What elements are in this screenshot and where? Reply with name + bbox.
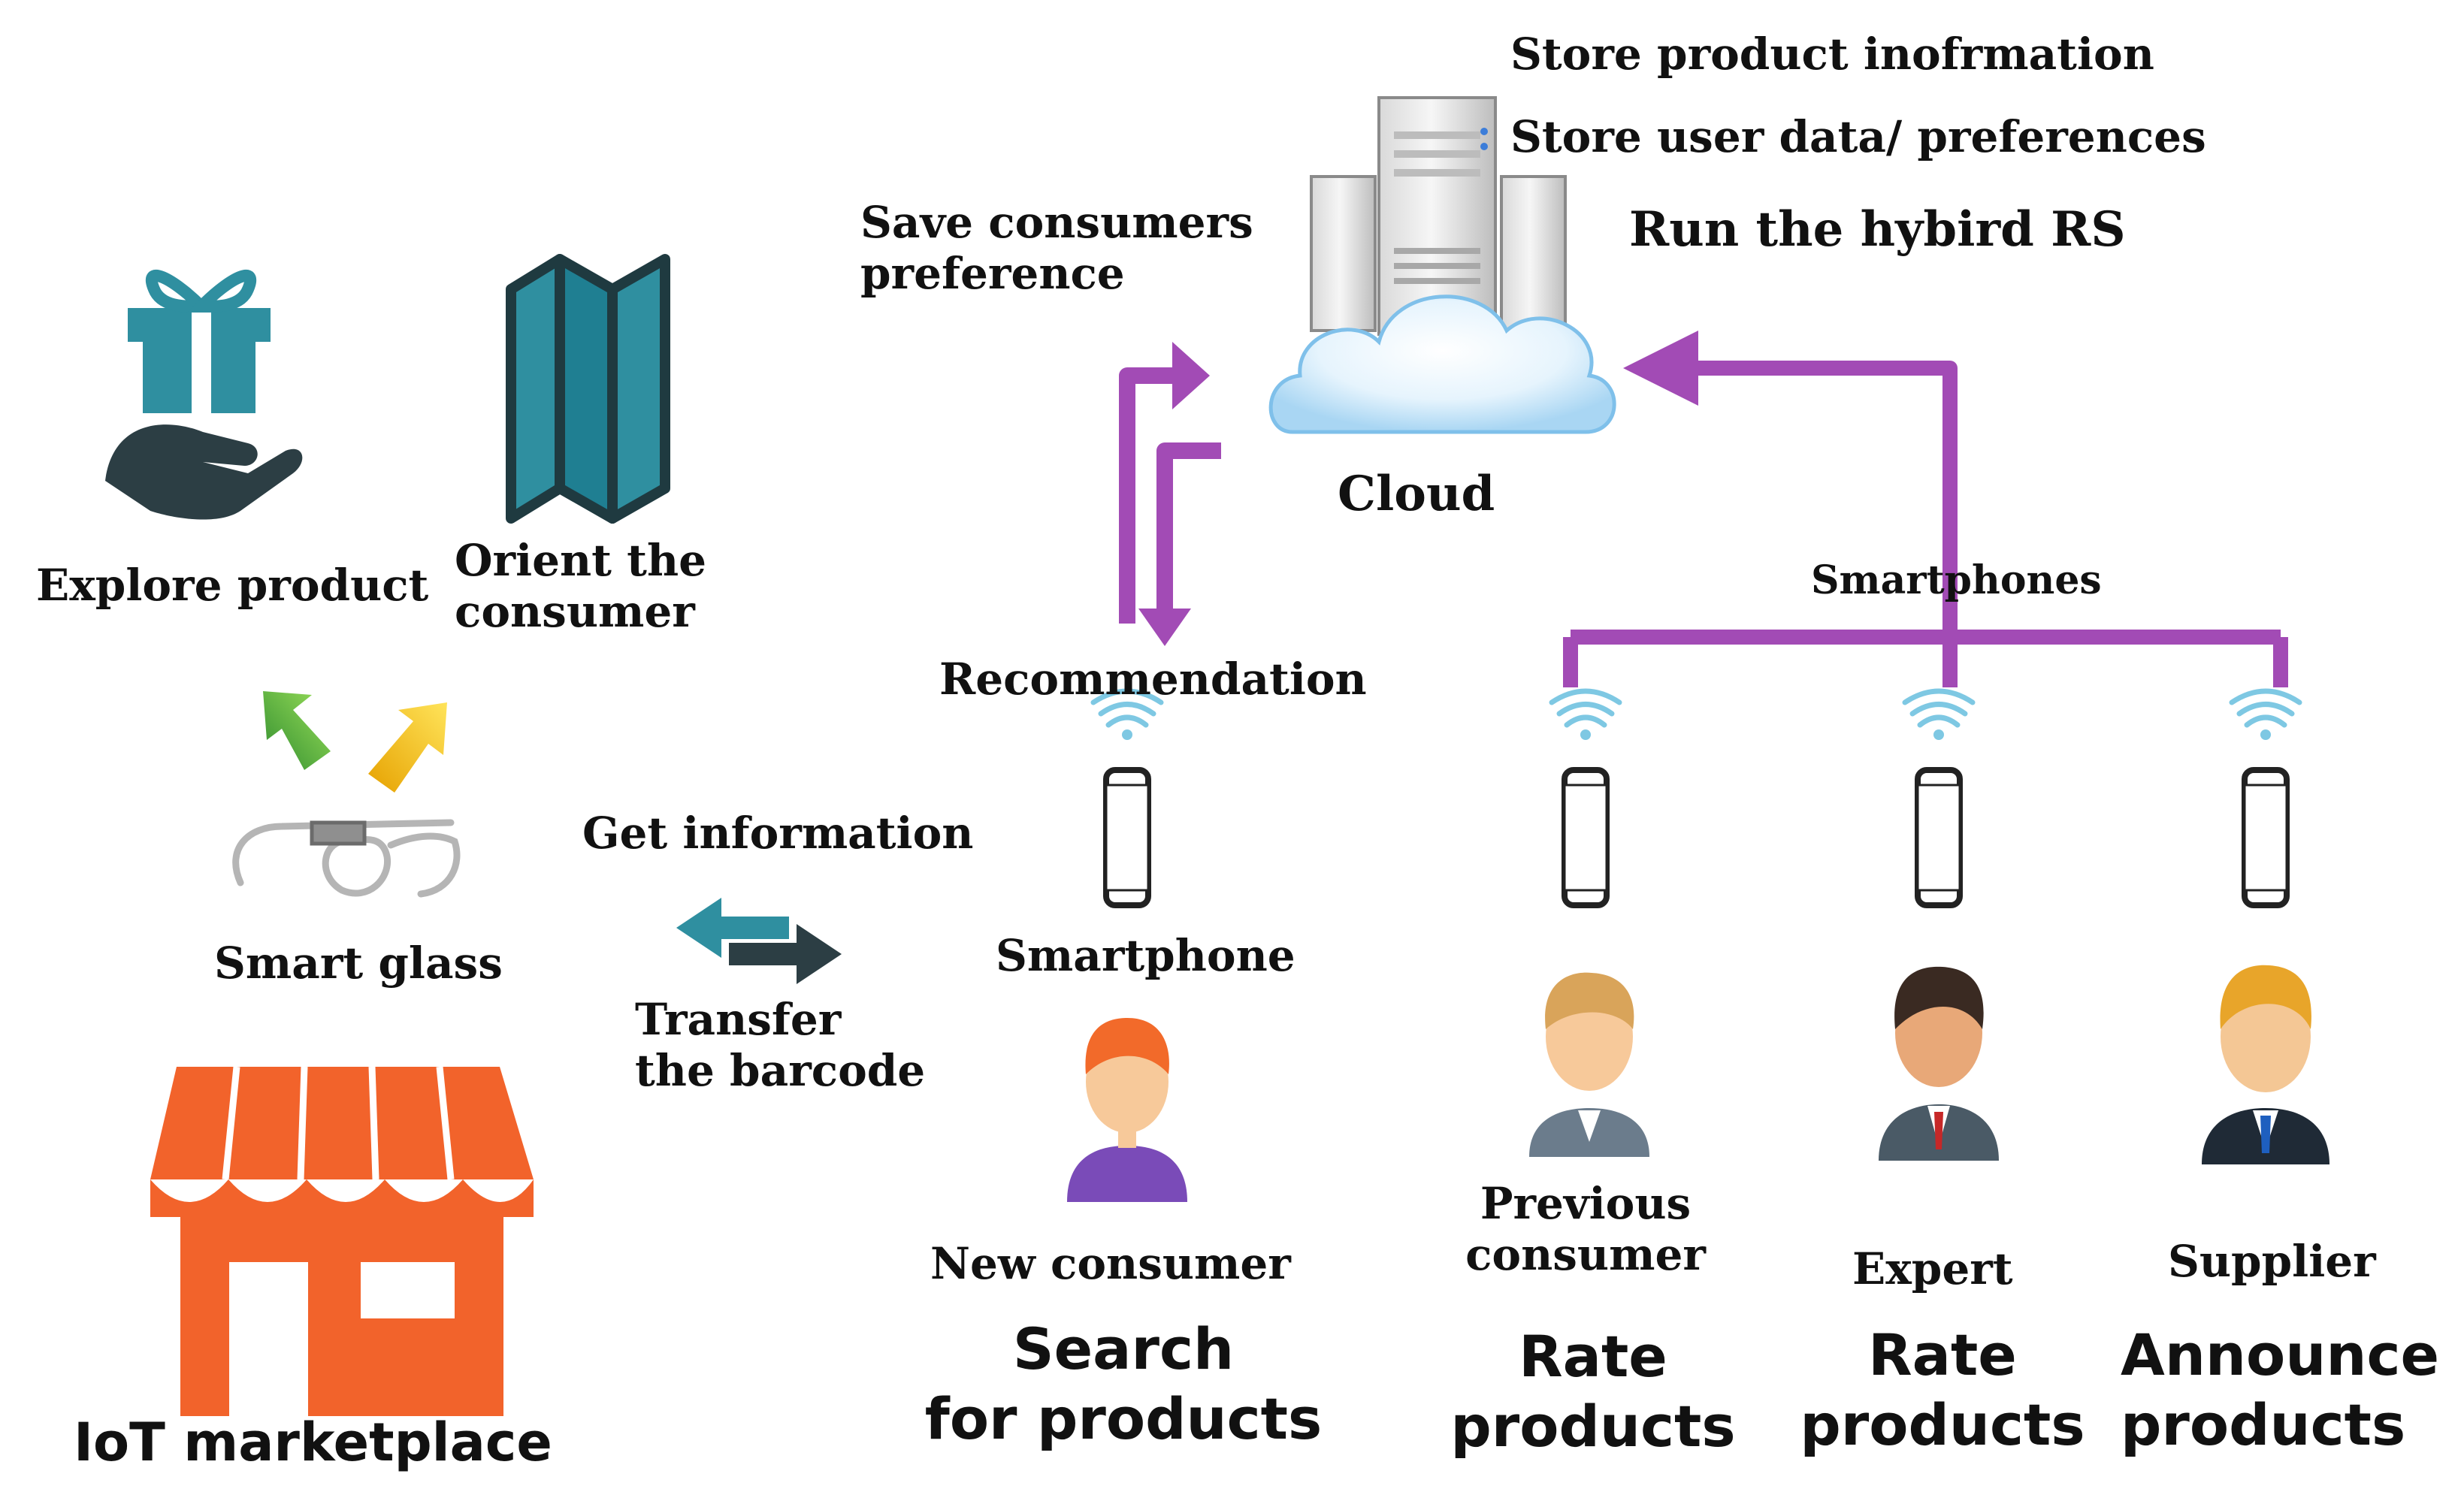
save-preference-line-1: Save consumers [860, 197, 1253, 248]
cloud-task-2: Store user data/ preferences [1510, 111, 2206, 162]
wifi-icon [1902, 688, 1976, 728]
wifi-icon [2229, 688, 2302, 728]
get-information-label: Get information [582, 808, 974, 859]
wifi-icon [1090, 688, 1164, 728]
arrow-head-to-recommendation [1138, 609, 1191, 646]
expert-action-line-1: Rate [1868, 1321, 2017, 1388]
previous-consumer-action-line-2: products [1450, 1392, 1736, 1460]
supplier-action-line-2: products [2121, 1391, 2406, 1458]
new-consumer-action-line-1: Search [1012, 1315, 1235, 1382]
supplier-role: Supplier [2168, 1236, 2376, 1287]
previous-consumer-role-line-1: Previous [1480, 1178, 1692, 1229]
new-consumer-avatar [1067, 1018, 1187, 1202]
smartphone-icon [1103, 767, 1151, 908]
cloud-exchange-arrows [1119, 367, 1221, 624]
cloud-task-3: Run the hybird RS [1629, 201, 2126, 258]
expert-action-line-2: products [1800, 1391, 2085, 1458]
previous-consumer-role: Previous consumer [1458, 1178, 1713, 1281]
supplier-avatar [2202, 965, 2329, 1164]
cloud-server-icon [1310, 96, 1567, 336]
smartphone-icon [2242, 767, 2290, 908]
supplier-action-line-1: Announce [2121, 1321, 2440, 1388]
orient-consumer-label: Orient the consumer [455, 535, 706, 638]
expert-role: Expert [1852, 1243, 2013, 1294]
wifi-icon [1549, 688, 1622, 728]
transfer-barcode-line-1: Transfer [635, 994, 842, 1045]
marketplace-label: IoT marketplace [74, 1412, 552, 1473]
cloud-icon [1268, 294, 1616, 434]
recommendation-label: Recommendation [939, 654, 1367, 705]
smartphones-bus [1563, 361, 2288, 687]
cloud-task-1: Store product inofrmation [1510, 29, 2154, 80]
smart-glass-icon [232, 819, 461, 898]
store-icon [139, 1040, 545, 1435]
previous-consumer-role-line-2: consumer [1465, 1229, 1706, 1281]
new-consumer-role: New consumer [930, 1238, 1291, 1289]
transfer-barcode-label: Transfer the barcode [635, 994, 925, 1097]
save-preference-label: Save consumers preference [860, 197, 1253, 300]
explore-product-label: Explore product [36, 560, 429, 611]
orient-consumer-line-2: consumer [455, 586, 695, 638]
previous-consumer-action-line-1: Rate [1519, 1323, 1667, 1390]
save-preference-line-2: preference [860, 248, 1125, 300]
previous-consumer-action: Rate products [1435, 1322, 1751, 1461]
smartphones-label: Smartphones [1811, 557, 2102, 603]
supplier-action: Announce products [2121, 1321, 2439, 1460]
smartphone-label: Smartphone [996, 930, 1295, 981]
exchange-arrows-icon [676, 898, 842, 984]
orient-consumer-line-1: Orient the [455, 535, 707, 586]
arrow-head-to-cloud-right [1623, 331, 1698, 406]
new-consumer-action: Search for products [921, 1315, 1326, 1454]
smart-glass-label: Smart glass [214, 938, 503, 989]
new-consumer-action-line-2: for products [924, 1385, 1323, 1452]
previous-consumer-avatar [1529, 972, 1649, 1157]
smartphone-icon [1562, 767, 1610, 908]
smartphone-icon [1915, 767, 1963, 908]
expert-avatar [1879, 966, 1999, 1161]
map-icon [506, 254, 670, 524]
cloud-label: Cloud [1338, 466, 1495, 522]
arrow-head-to-cloud-left [1172, 342, 1210, 409]
transfer-barcode-line-2: the barcode [635, 1045, 926, 1097]
expert-action: Rate products [1792, 1321, 2093, 1460]
direction-arrows-icon [263, 691, 447, 793]
gift-hand-icon [105, 269, 303, 520]
